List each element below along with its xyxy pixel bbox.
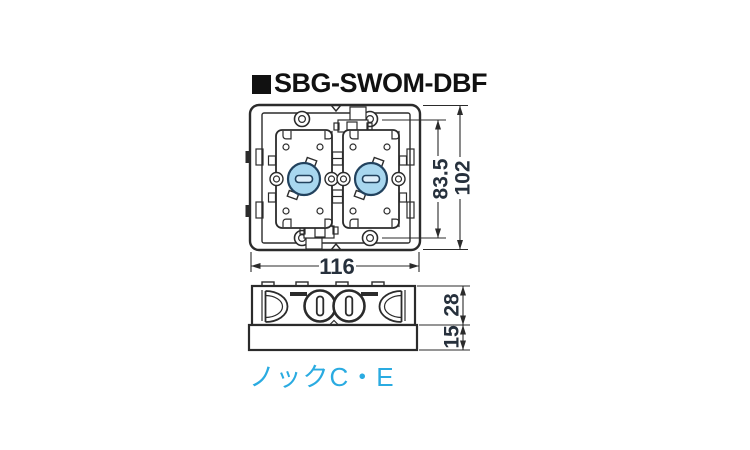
bottom-edge-notch [330,242,342,251]
side-knockout-circles [303,289,366,323]
product-code: SBG-SWOM-DBF [274,68,487,98]
dimension-mounting-pitch: 83.5 [382,119,452,239]
coupling-tabs [331,151,344,204]
side-ledge-right [361,292,378,296]
side-ledge-left [290,292,307,296]
side-center-notch [329,319,339,325]
product-title: SBG-SWOM-DBF [252,68,487,99]
dimension-outer-width: 116 [250,252,420,279]
left-edge-tabs [245,151,250,217]
side-knockout-d-left [264,290,289,323]
dimension-lower-depth: 15 [419,325,470,351]
dimension-body-depth: 28 [417,285,470,326]
black-square-bullet-icon [252,75,271,94]
front-view-drawing: 83.5 102 116 [245,103,474,279]
dim-label-116: 116 [319,254,355,279]
dim-label-102: 102 [451,160,474,195]
bottom-clamp-bracket [299,225,339,250]
top-edge-notch [330,104,342,113]
dim-label-83-5: 83.5 [429,158,452,199]
knockout-note: ノックC・E [249,362,395,392]
knockout-adjuster-left [286,156,322,201]
dim-label-28: 28 [440,293,463,317]
knockout-adjuster-right [353,156,389,201]
side-lower-band [247,323,419,352]
plate-side-slots [255,148,415,219]
dim-label-15: 15 [440,325,463,349]
side-view-drawing: 28 15 [247,281,470,352]
side-inner-walls [261,290,406,321]
top-clamp-bracket [333,106,373,133]
dimension-outer-height: 102 [423,104,474,251]
side-knockout-d-right [378,290,403,323]
